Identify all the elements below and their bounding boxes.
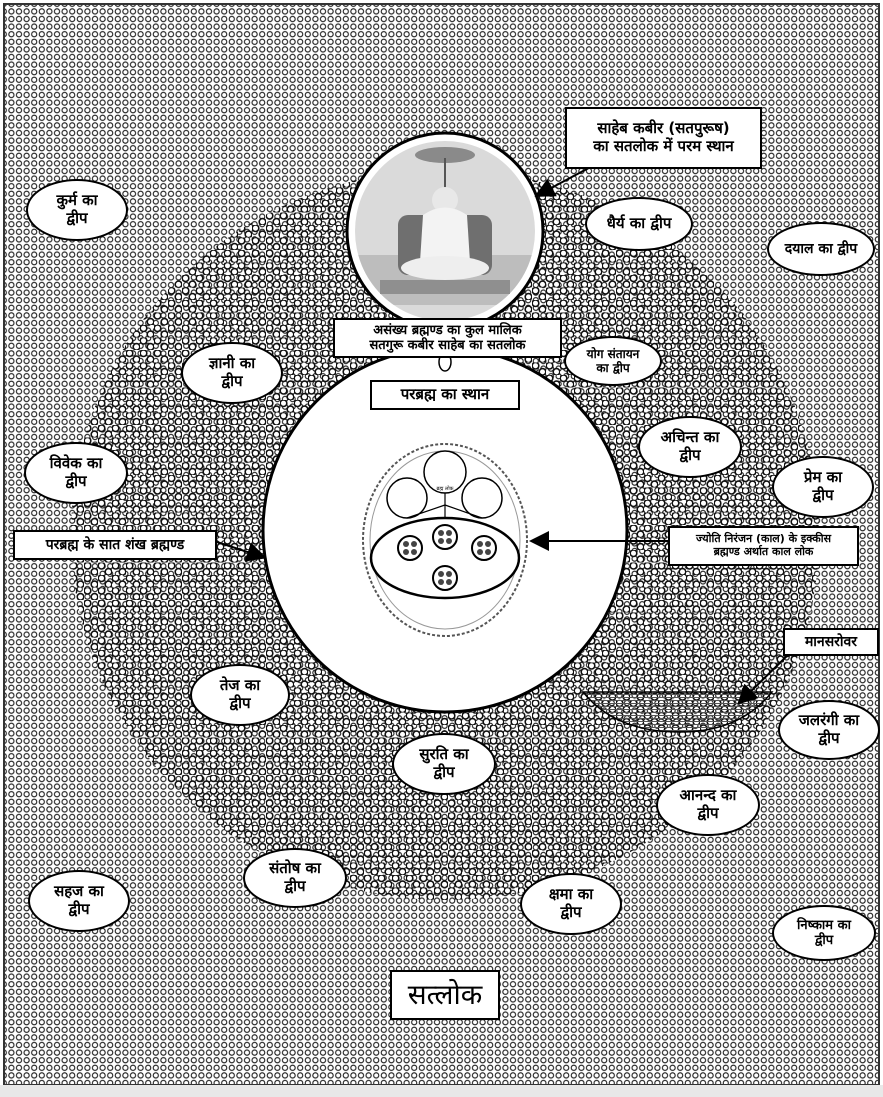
island-santosh: संतोष का द्वीप	[243, 848, 347, 908]
arrow-to-parbrahm-circle	[216, 541, 267, 562]
satlok-title-box: सत्लोक	[390, 970, 500, 1020]
island-dayal: दयाल का द्वीप	[767, 222, 875, 276]
island-line1: दयाल का द्वीप	[784, 240, 858, 257]
island-line1: सुरति का	[419, 745, 469, 764]
island-line1: कुर्म का	[56, 191, 98, 210]
island-dhairya: धैर्य का द्वीप	[585, 197, 693, 251]
island-line2: द्वीप	[68, 900, 90, 918]
kabir-label-line1: साहेब कबीर (सतपुरूष)	[597, 119, 730, 138]
malik-label-line1: असंख्य ब्रह्मण्ड का कुल मालिक	[373, 322, 522, 338]
left-upper-circle	[386, 477, 428, 519]
island-line1: विवेक का	[49, 454, 103, 473]
parbrahm-place-text: परब्रह्म का स्थान	[400, 385, 490, 404]
brahm-lok-tiny-label: ब्रह्म लोक	[430, 485, 460, 495]
island-anand: आनन्द का द्वीप	[656, 774, 760, 836]
island-line1: प्रेम का	[803, 468, 843, 487]
island-line2: का द्वीप	[596, 361, 630, 375]
mansarovar-lake	[581, 691, 774, 733]
island-line1: ज्ञानी का	[208, 354, 256, 373]
island-line2: द्वीप	[814, 933, 834, 948]
island-line1: संतोष का	[269, 859, 321, 878]
island-line1: योग संतायन	[586, 346, 640, 361]
island-prem: प्रेम का द्वीप	[772, 456, 874, 518]
island-gyani: ज्ञानी का द्वीप	[181, 342, 283, 404]
island-line2: द्वीप	[66, 209, 88, 227]
island-line1: क्षमा का	[548, 885, 594, 904]
island-surati: सुरति का द्वीप	[392, 733, 496, 795]
island-line1: आनन्द का	[679, 786, 737, 805]
malik-label-line2: सतगुरू कबीर साहेब का सतलोक	[369, 338, 526, 353]
island-line2: द्वीप	[433, 763, 455, 781]
kabir-label-line2: का सतलोक में परम स्थान	[593, 137, 734, 155]
island-jalrangi: जलरंगी का द्वीप	[778, 700, 880, 760]
bottom-strip	[0, 1085, 883, 1097]
island-nishkam: निष्काम का द्वीप	[772, 905, 876, 961]
island-yog-santayan: योग संतायन का द्वीप	[564, 336, 662, 386]
mansarovar-text: मानसरोवर	[804, 633, 858, 650]
island-line1: सहज का	[54, 882, 104, 901]
island-line1: धैर्य का द्वीप	[606, 214, 672, 233]
island-line2: द्वीप	[221, 372, 243, 390]
island-line2: द्वीप	[65, 472, 87, 490]
island-kshama: क्षमा का द्वीप	[520, 873, 622, 935]
right-upper-circle	[461, 477, 503, 519]
island-line1: जलरंगी का	[798, 711, 860, 730]
island-line1: तेज का	[219, 676, 261, 695]
kabir-portrait-image	[355, 141, 535, 321]
jyoti-label-line1: ज्योति निरंजन (काल) के इक्कीस	[695, 532, 832, 546]
malik-label-box: असंख्य ब्रह्मण्ड का कुल मालिक सतगुरू कबी…	[333, 318, 562, 358]
parbrahm-place-label: परब्रह्म का स्थान	[370, 380, 520, 410]
island-tej: तेज का द्वीप	[190, 664, 290, 726]
island-line2: द्वीप	[818, 729, 840, 747]
jyoti-label-box: ज्योति निरंजन (काल) के इक्कीस ब्रह्मण्ड …	[668, 526, 859, 566]
island-line1: अचिन्त का	[660, 428, 720, 447]
satlok-title: सत्लोक	[407, 978, 483, 1012]
parbrahm-seven-text: परब्रह्म के सात शंख ब्रह्मण्ड	[45, 536, 185, 553]
island-line2: द्वीप	[697, 804, 719, 822]
brahmand-clusters	[397, 524, 497, 591]
island-kurm: कुर्म का द्वीप	[26, 179, 128, 241]
mansarovar-label: मानसरोवर	[783, 628, 879, 656]
arrow-to-mansarovar	[737, 649, 794, 705]
island-sahaj: सहज का द्वीप	[28, 870, 130, 932]
island-line2: द्वीप	[679, 446, 701, 464]
kabir-label-box: साहेब कबीर (सतपुरूष) का सतलोक में परम स्…	[565, 107, 762, 169]
island-line2: द्वीप	[229, 694, 251, 712]
island-line2: द्वीप	[812, 486, 834, 504]
island-line2: द्वीप	[560, 903, 582, 921]
jyoti-label-line2: ब्रह्मण्ड अर्थात काल लोक	[713, 545, 814, 558]
island-line2: द्वीप	[284, 877, 306, 895]
parbrahm-seven-label: परब्रह्म के सात शंख ब्रह्मण्ड	[13, 530, 217, 560]
island-line1: निष्काम का	[797, 917, 851, 933]
island-vivek: विवेक का द्वीप	[24, 442, 128, 504]
island-achint: अचिन्त का द्वीप	[638, 416, 742, 478]
brahm-lok-tiny-text: ब्रह्म लोक	[436, 486, 454, 493]
